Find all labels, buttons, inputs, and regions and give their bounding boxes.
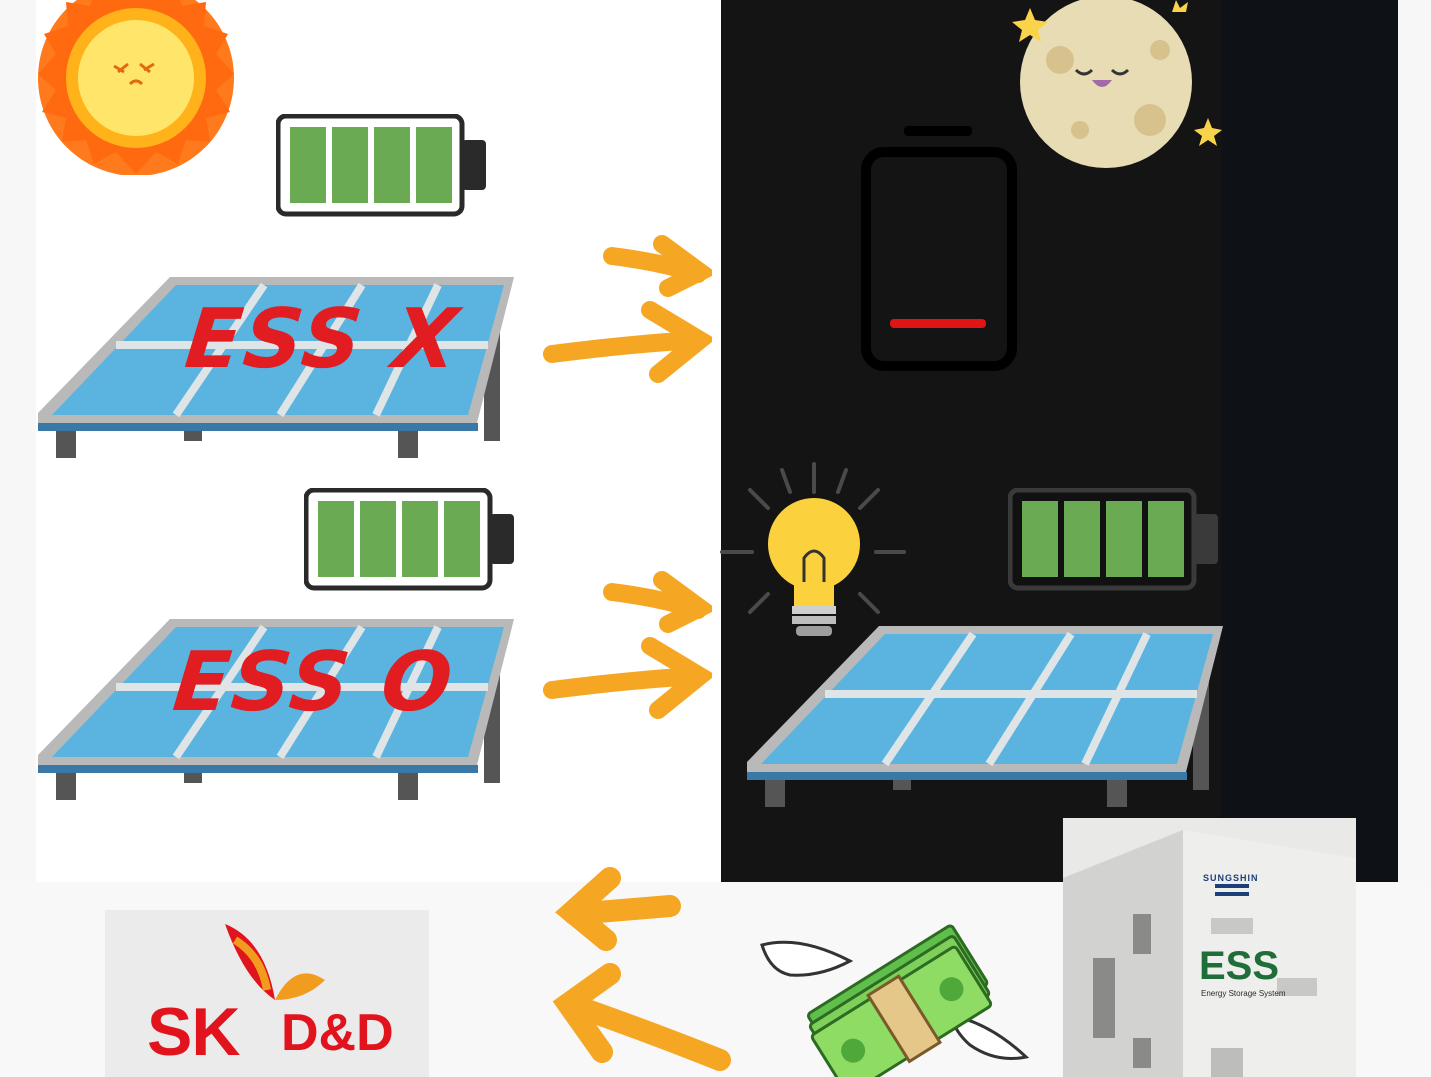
sk-dd-logo: SK D&D: [105, 910, 429, 1077]
sun-icon: [36, 0, 266, 175]
arrow-right-icon: [540, 568, 712, 728]
sk-text: SK: [147, 993, 239, 1071]
ess-o-label: ESS O: [169, 635, 458, 730]
solar-panel-icon: [745, 624, 1227, 809]
building-ess-subtitle: Energy Storage System: [1201, 989, 1285, 998]
battery-full-icon: [276, 114, 490, 218]
moon-icon: [1000, 0, 1230, 170]
building-brand: SUNGSHIN: [1203, 873, 1259, 883]
arrow-right-icon: [540, 232, 712, 392]
battery-full-icon: [1008, 488, 1222, 592]
battery-full-icon: [304, 488, 518, 592]
money-wings-icon: [760, 905, 1030, 1077]
battery-empty-icon: [860, 124, 1020, 374]
ess-x-label: ESS X: [181, 292, 464, 387]
night-panel-edge: [1221, 0, 1398, 882]
building-ess-sign: ESS: [1199, 944, 1279, 989]
dd-text: D&D: [281, 1003, 394, 1063]
lightbulb-icon: [720, 462, 908, 644]
arrow-left-icon: [540, 864, 740, 1077]
building-photo: SUNGSHIN ESS Energy Storage System: [1063, 818, 1356, 1077]
